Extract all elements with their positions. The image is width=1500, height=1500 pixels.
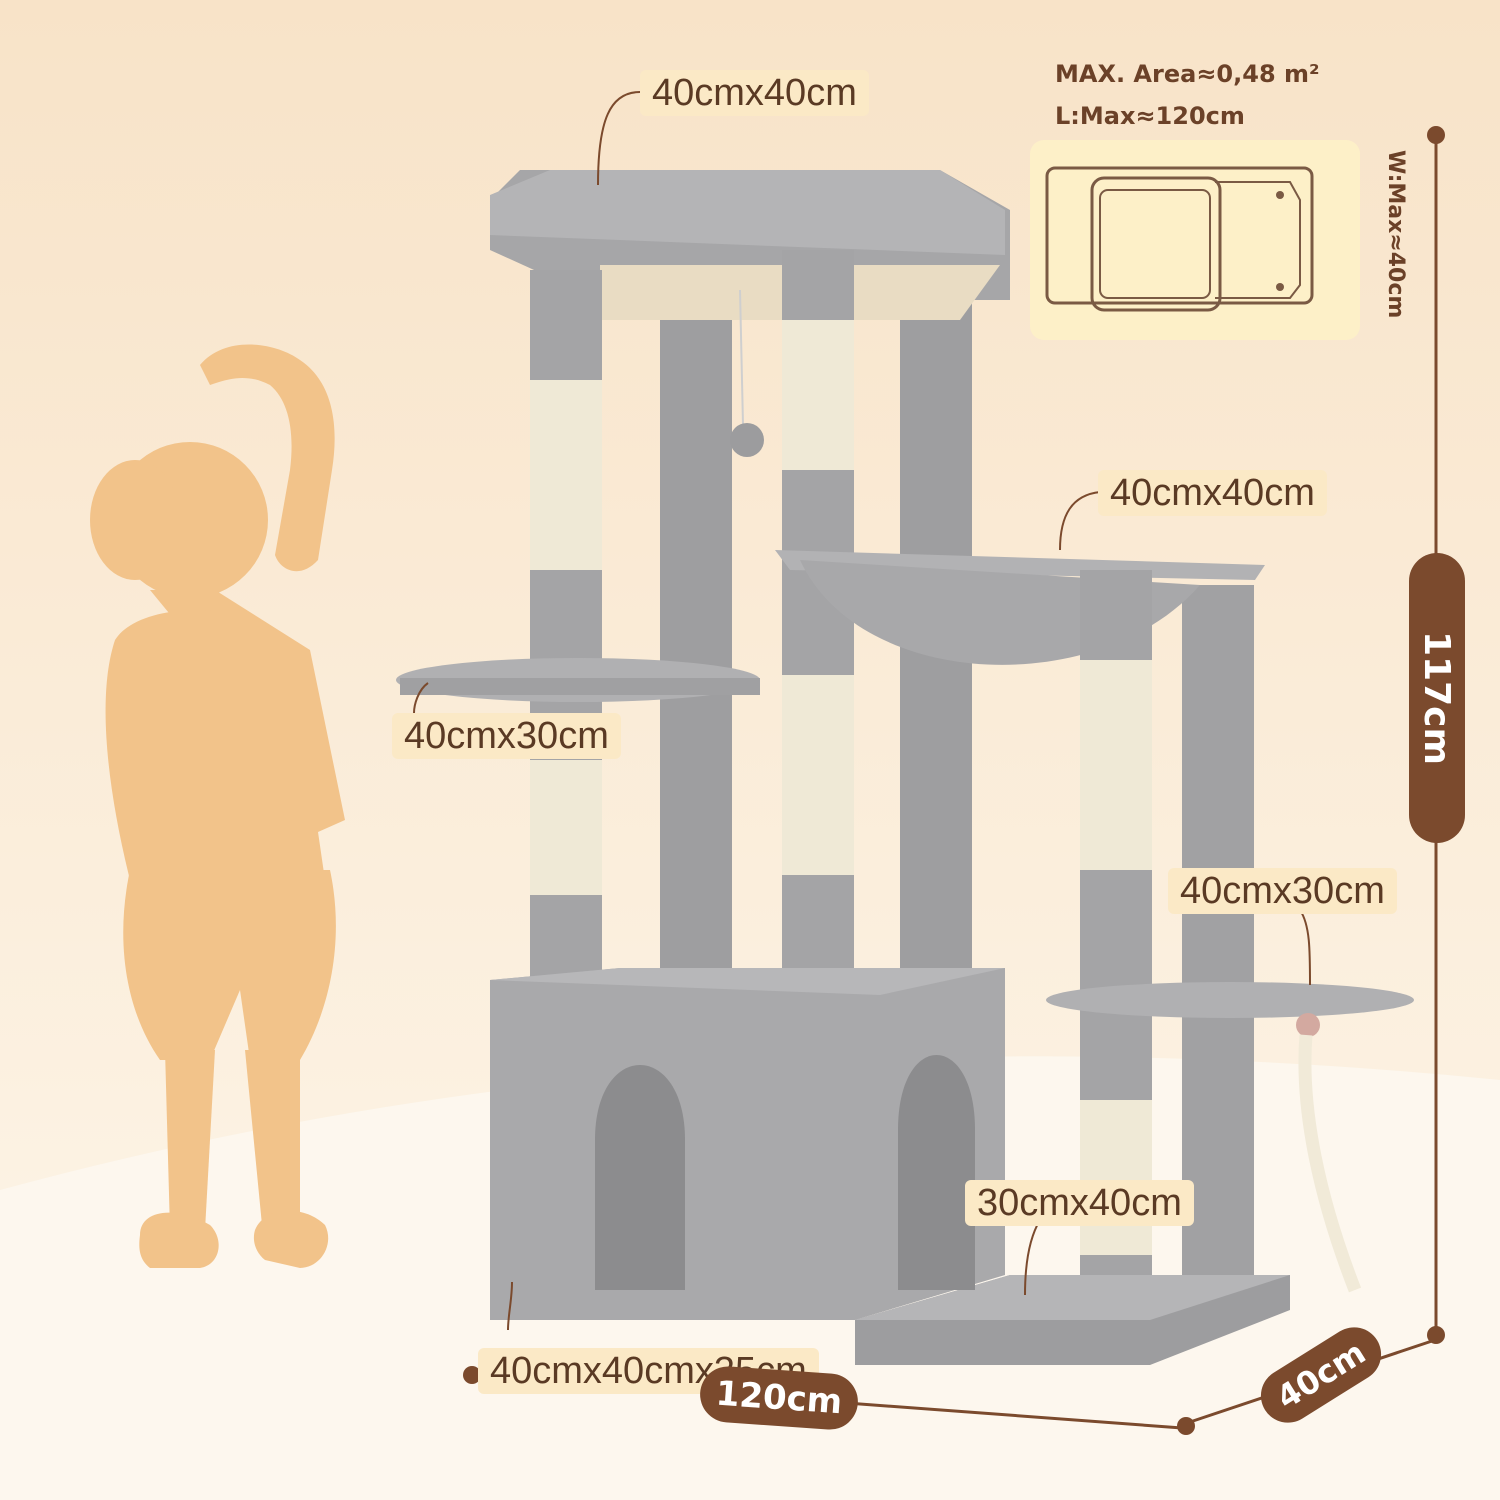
label-base-step: 30cmx40cm [965,1180,1194,1226]
footprint-width: W:Max≈40cm [1383,150,1408,319]
condo-entrance-left [595,1065,685,1290]
label-hammock: 40cmx40cm [1098,470,1327,516]
dimension-marker-icons [463,126,1445,1435]
condo-entrance-right [898,1055,975,1290]
footprint-diagram [1030,140,1360,340]
footprint-length: L:Max≈120cm [1055,102,1245,130]
height-dimension: 117cm [1409,553,1465,843]
label-top-perch: 40cmx40cm [640,70,869,116]
label-right-platform: 40cmx30cm [1168,868,1397,914]
label-left-platform: 40cmx30cm [392,713,621,759]
footprint-area: MAX. Area≈0,48 m² [1055,60,1320,88]
length-dimension: 120cm [698,1364,860,1432]
cat-tree [396,170,1414,1365]
child-silhouette [90,344,345,1268]
